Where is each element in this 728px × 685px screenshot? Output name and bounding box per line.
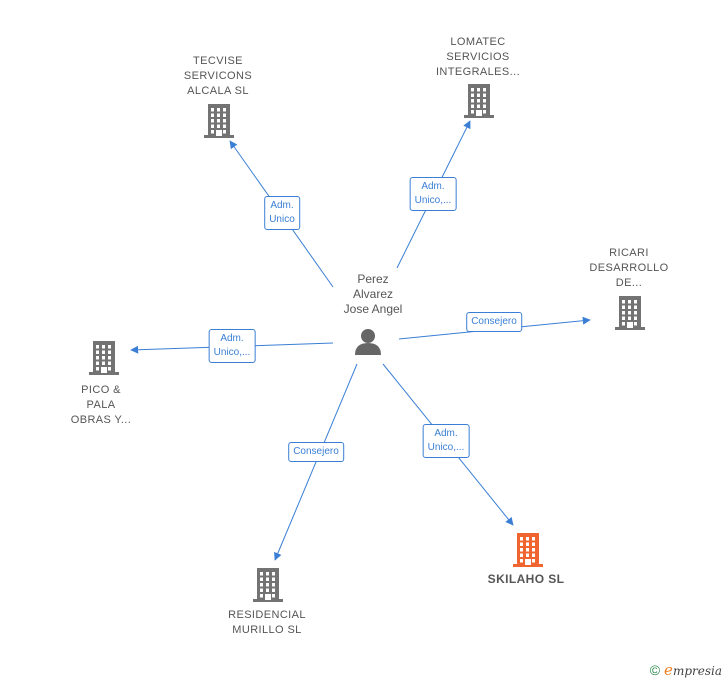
relation-label-skilaho: Adm. Unico,... — [422, 424, 470, 458]
company-label-pico[interactable]: PICO & PALA OBRAS Y... — [70, 384, 132, 426]
relation-label-lomatec: Adm. Unico,... — [409, 177, 457, 211]
company-label-lomatec[interactable]: LOMATEC SERVICIOS INTEGRALES... — [435, 36, 521, 78]
copyright-icon: © — [649, 662, 661, 678]
company-label-tecvise[interactable]: TECVISE SERVICONS ALCALA SL — [183, 55, 253, 97]
building-icon[interactable] — [513, 533, 543, 567]
edges-layer — [130, 120, 591, 561]
relation-label-pico: Adm. Unico,... — [208, 329, 256, 363]
building-icon[interactable] — [253, 568, 283, 602]
brand-name: empresia — [664, 661, 722, 679]
person-icon[interactable] — [355, 329, 381, 355]
center-person-label: Perez Alvarez Jose Angel — [343, 272, 403, 316]
company-label-ricari[interactable]: RICARI DESARROLLO DE... — [589, 247, 669, 289]
building-icon[interactable] — [204, 104, 234, 138]
edge-residencial — [274, 363, 358, 561]
brand-watermark: © empresia — [650, 661, 722, 679]
relation-label-tecvise: Adm. Unico — [264, 196, 300, 230]
building-icon[interactable] — [615, 296, 645, 330]
company-label-residencial[interactable]: RESIDENCIAL MURILLO SL — [228, 609, 306, 636]
company-label-skilaho[interactable]: SKILAHO SL — [487, 572, 565, 586]
building-icon[interactable] — [464, 84, 494, 118]
relation-label-residencial: Consejero — [288, 442, 344, 462]
building-icon[interactable] — [89, 341, 119, 375]
nodes-layer — [89, 84, 645, 602]
relation-label-ricari: Consejero — [466, 312, 522, 332]
